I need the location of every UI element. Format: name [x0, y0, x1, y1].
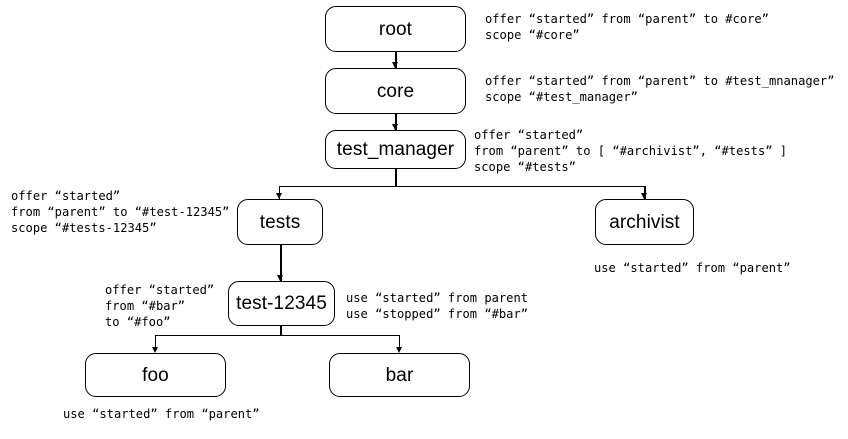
annotation-archivist: use “started” from “parent”	[594, 260, 791, 276]
annotation-test-12345-left-line-2: from “#bar”	[105, 299, 186, 313]
edge-test-manager-bus	[279, 185, 645, 187]
annotation-test-12345-left-line-3: to “#foo”	[105, 315, 171, 329]
edge-root-core	[395, 52, 397, 68]
node-core[interactable]: core	[325, 68, 466, 114]
arrowhead-test-12345	[277, 275, 284, 281]
annotation-test-manager-line-2: from “parent” to [ “#archivist”, “#tests…	[474, 144, 788, 158]
edge-test-manager-drop	[395, 169, 397, 186]
annotation-tests: offer “started” from “parent” to “#test-1…	[11, 188, 229, 236]
annotation-test-12345-right: use “started” from parent use “stopped” f…	[346, 290, 528, 322]
edge-bus-to-foo	[155, 334, 157, 348]
edge-test-12345-drop	[280, 326, 282, 335]
edge-bus-to-bar	[399, 334, 401, 348]
arrowhead-core	[392, 62, 399, 68]
annotation-test-12345-left-line-1: offer “started”	[105, 283, 215, 297]
annotation-test-12345-right-line-2: use “stopped” from “#bar”	[346, 307, 529, 321]
annotation-archivist-line-1: use “started” from “parent”	[594, 261, 791, 275]
node-root[interactable]: root	[325, 6, 466, 52]
annotation-foo-line-1: use “started” from “parent”	[63, 407, 260, 421]
arrowhead-test-manager	[392, 124, 399, 130]
annotation-test-12345-left: offer “started” from “#bar” to “#foo”	[105, 282, 214, 330]
annotation-test-manager-line-1: offer “started”	[474, 128, 584, 142]
annotation-foo: use “started” from “parent”	[63, 406, 260, 422]
node-archivist[interactable]: archivist	[595, 199, 694, 245]
annotation-test-12345-right-line-1: use “started” from parent	[346, 291, 529, 305]
node-bar[interactable]: bar	[329, 353, 470, 397]
annotation-root-line-2: scope “#core”	[485, 28, 580, 42]
node-test-12345[interactable]: test-12345	[228, 281, 335, 326]
annotation-tests-line-2: from “parent” to “#test-12345”	[11, 205, 230, 219]
arrowhead-archivist	[641, 193, 648, 199]
arrowhead-tests	[276, 193, 283, 199]
annotation-root: offer “started” from “parent” to #core” s…	[485, 11, 769, 43]
edge-bus-to-archivist	[644, 185, 646, 200]
edge-test-12345-bus	[155, 334, 400, 336]
annotation-tests-line-3: scope “#tests-12345”	[11, 221, 157, 235]
arrowhead-bar	[396, 347, 403, 353]
node-foo[interactable]: foo	[85, 353, 226, 397]
annotation-test-manager-line-3: scope “#tests”	[474, 160, 576, 174]
annotation-root-line-1: offer “started” from “parent” to #core”	[485, 12, 769, 26]
edge-tests-test-12345	[280, 245, 282, 281]
node-test-manager[interactable]: test_manager	[325, 130, 466, 169]
annotation-core-line-2: scope “#test_manager”	[485, 90, 638, 104]
edge-core-test-manager	[395, 114, 397, 130]
annotation-test-manager: offer “started” from “parent” to [ “#arch…	[474, 127, 787, 175]
node-tests[interactable]: tests	[237, 199, 323, 245]
annotation-tests-line-1: offer “started”	[11, 189, 121, 203]
arrowhead-foo	[152, 347, 159, 353]
annotation-core: offer “started” from “parent” to #test_m…	[485, 73, 835, 105]
edge-bus-to-tests	[279, 185, 281, 200]
annotation-core-line-1: offer “started” from “parent” to #test_m…	[485, 74, 835, 88]
